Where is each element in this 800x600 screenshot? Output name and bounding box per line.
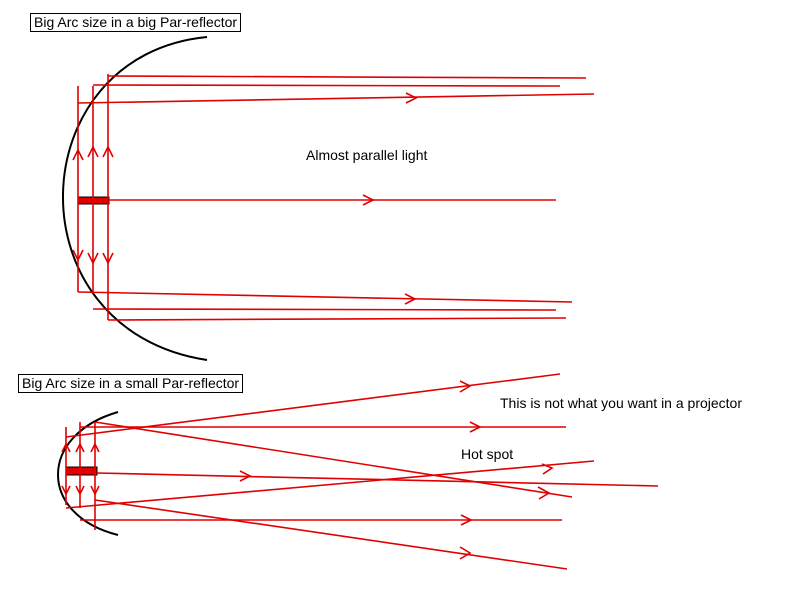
big-vertical-rays	[77, 74, 109, 320]
small-arc-lamp	[65, 466, 98, 476]
small-output-arrowheads	[239, 380, 554, 560]
big-horizontal-rays	[77, 75, 595, 321]
small-output-rays	[65, 373, 659, 570]
big-reflector-curve	[62, 36, 208, 361]
big-reflector-section	[62, 36, 595, 361]
hot-spot-label: Hot spot	[461, 446, 514, 462]
big-horizontal-arrowheads	[362, 92, 418, 305]
small-vertical-arrowheads	[61, 442, 100, 496]
parallel-light-note: Almost parallel light	[306, 147, 428, 163]
big-reflector-title: Big Arc size in a big Par-reflector	[30, 13, 242, 32]
big-vertical-arrowheads	[72, 145, 114, 265]
small-reflector-curve	[57, 411, 119, 536]
small-vertical-rays	[65, 422, 96, 530]
small-reflector-title: Big Arc size in a small Par-reflector	[18, 374, 244, 393]
small-reflector-section	[57, 373, 659, 570]
projector-note: This is not what you want in a projector	[500, 395, 743, 411]
